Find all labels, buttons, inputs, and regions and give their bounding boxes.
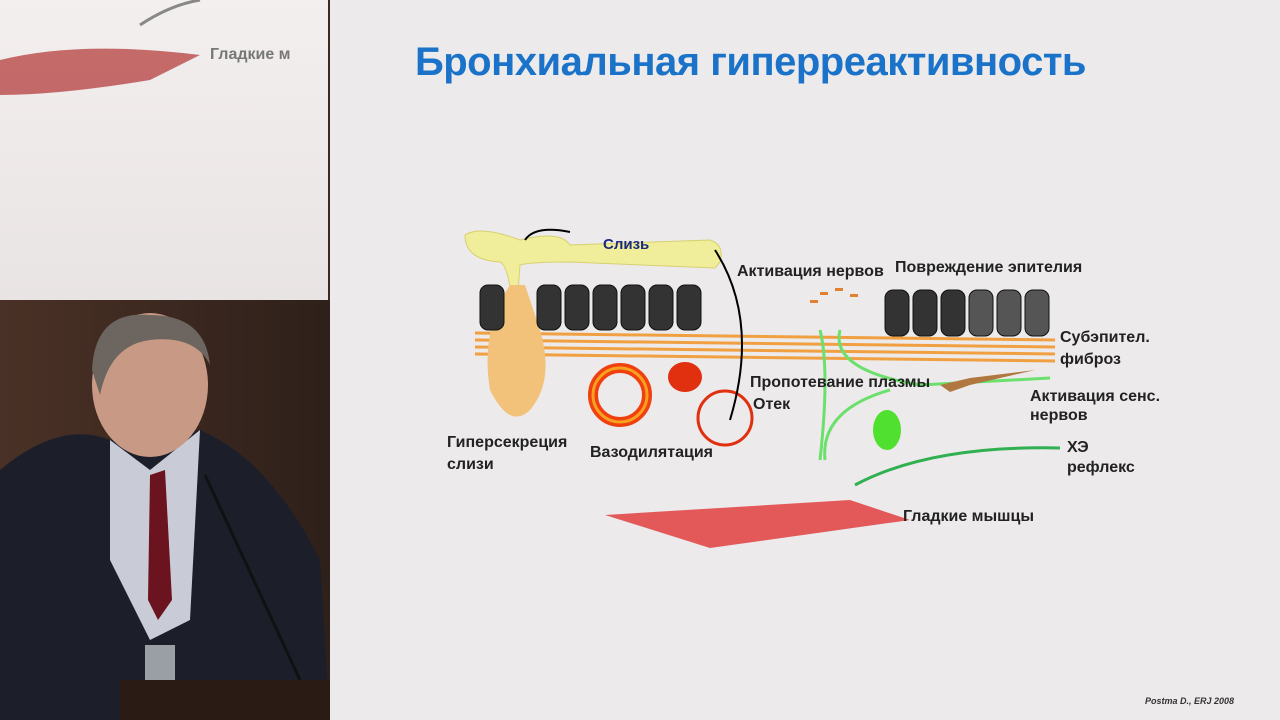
slide-title: Бронхиальная гиперреактивность [415, 40, 1087, 84]
label-fibrosis-2: фиброз [1060, 351, 1122, 368]
label-plasma: Пропотевание плазмы [750, 374, 931, 391]
mucus-arrow [714, 249, 743, 421]
label-edema: Отек [753, 396, 791, 413]
label-nerve-activation: Активация нервов [737, 263, 884, 280]
label-fibrosis-1: Субэпител. [1060, 329, 1150, 346]
mucus-blob [464, 230, 722, 331]
speaker-figure [0, 313, 330, 720]
fibroblast [940, 370, 1035, 392]
speaker-video: Гладкие м [0, 0, 330, 720]
presentation-slide: Бронхиальная гиперреактивность Слизь Акт… [330, 0, 1280, 720]
label-epithelial-damage: Повреждение эпителия [895, 259, 1083, 276]
green-cell [873, 410, 901, 450]
label-sens-nerves-2: нервов [1030, 407, 1088, 424]
background-label: Гладкие м [210, 46, 291, 63]
smooth-muscle [605, 500, 910, 548]
reflex-line [854, 446, 1061, 487]
epithelium-left [479, 284, 702, 331]
background-projection: Гладкие м [0, 0, 328, 300]
nerve-lines [818, 329, 1051, 461]
citation: Postma D., ERJ 2008 [1145, 696, 1235, 706]
label-reflex-2: рефлекс [1067, 459, 1135, 476]
label-sens-nerves-1: Активация сенс. [1030, 388, 1161, 405]
label-hypersecretion-1: Гиперсекреция [447, 434, 568, 451]
label-vasodilation: Вазодилятация [590, 444, 713, 461]
label-smooth-muscle: Гладкие мышцы [903, 508, 1035, 525]
mast-cell [668, 362, 702, 392]
label-reflex-1: ХЭ [1067, 439, 1089, 456]
fibrosis-lines [474, 331, 1056, 363]
edema-vessel [696, 389, 754, 447]
airway-diagram [464, 228, 1061, 548]
label-mucus: Слизь [603, 236, 650, 253]
epithelium-right [884, 289, 1050, 337]
label-hypersecretion-2: слизи [447, 456, 494, 473]
